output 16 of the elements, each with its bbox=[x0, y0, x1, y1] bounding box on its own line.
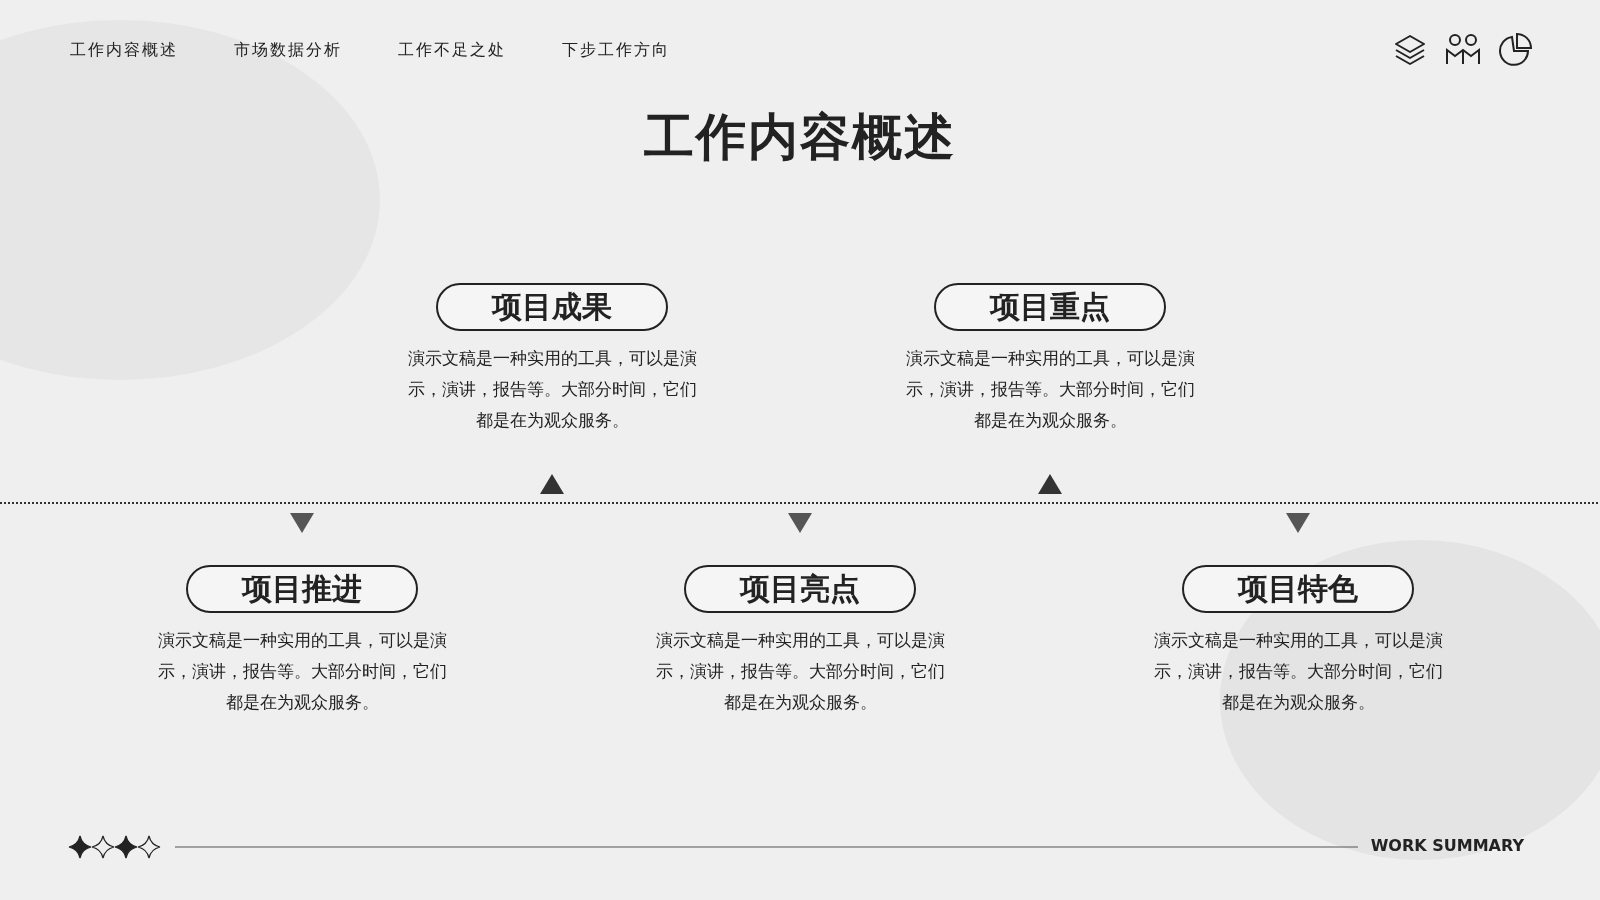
description-text: 演示文稿是一种实用的工具，可以是演示，演讲，报告等。大部分时间，它们都是在为观众服务。 bbox=[407, 347, 697, 432]
nav-item: 市场数据分析 bbox=[234, 40, 342, 61]
description-text: 演示文稿是一种实用的工具，可以是演示，演讲，报告等。大部分时间，它们都是在为观众服务。 bbox=[655, 629, 945, 714]
description-text: 演示文稿是一种实用的工具，可以是演示，演讲，报告等。大部分时间，它们都是在为观众服务。 bbox=[1153, 629, 1443, 714]
title-pill: 项目成果 bbox=[436, 283, 668, 331]
title-pill: 项目推进 bbox=[186, 565, 418, 613]
nav-item: 下步工作方向 bbox=[562, 40, 670, 61]
nav-item: 工作内容概述 bbox=[70, 40, 178, 61]
description-text: 演示文稿是一种实用的工具，可以是演示，演讲，报告等。大部分时间，它们都是在为观众服务。 bbox=[157, 629, 447, 714]
page-title: 工作内容概述 bbox=[643, 107, 957, 168]
footer-text: WORK SUMMARY bbox=[1370, 836, 1524, 855]
title-pill: 项目重点 bbox=[934, 283, 1166, 331]
title-pill: 项目特色 bbox=[1182, 565, 1414, 613]
nav-item: 工作不足之处 bbox=[398, 40, 506, 61]
description-text: 演示文稿是一种实用的工具，可以是演示，演讲，报告等。大部分时间，它们都是在为观众服务。 bbox=[905, 347, 1195, 432]
title-pill: 项目亮点 bbox=[684, 565, 916, 613]
